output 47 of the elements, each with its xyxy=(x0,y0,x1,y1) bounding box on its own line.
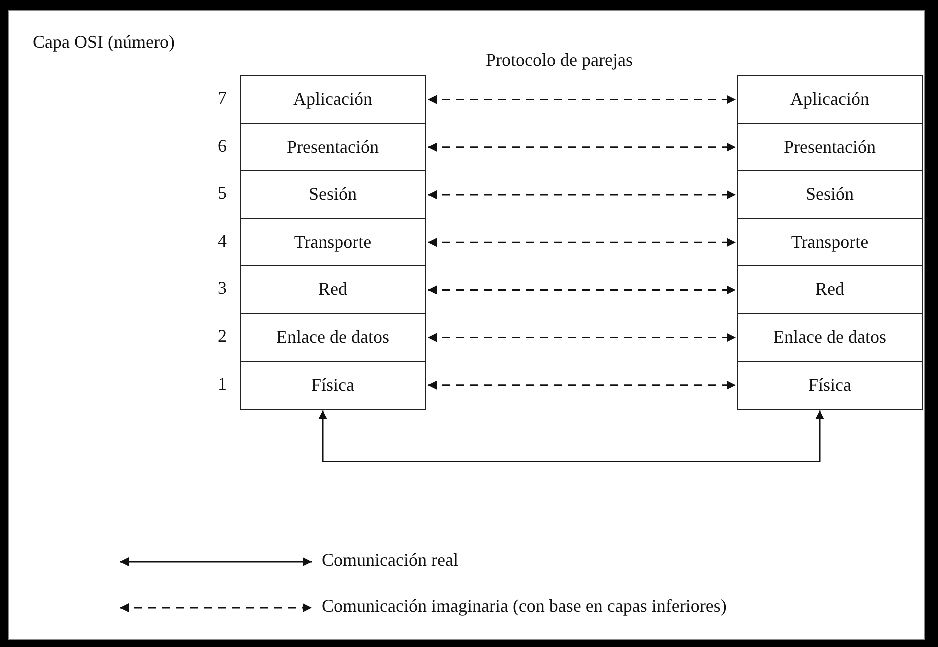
layer-number: 2 xyxy=(218,326,227,347)
layer-number: 1 xyxy=(218,374,227,395)
dashed-arrow xyxy=(428,286,736,295)
layer-name: Sesión xyxy=(806,184,854,206)
layer-number: 3 xyxy=(218,278,227,300)
layer-number: 5 xyxy=(218,183,227,204)
dashed-arrow xyxy=(428,95,736,104)
layer-box xyxy=(240,122,426,172)
layer-box xyxy=(737,360,923,410)
dashed-arrow xyxy=(428,333,736,342)
layer-name: Aplicación xyxy=(294,89,372,110)
layer-box xyxy=(737,265,923,314)
dashed-arrow xyxy=(428,190,736,200)
protocol-label: Protocolo de parejas xyxy=(486,50,633,71)
layer-name: Aplicación xyxy=(790,89,870,110)
layer-box xyxy=(240,170,426,220)
layer-name: Enlace de datos xyxy=(276,327,390,348)
layer-name: Transporte xyxy=(294,232,372,253)
layer-box xyxy=(737,218,923,267)
layer-box xyxy=(737,313,923,362)
layer-name: Red xyxy=(318,279,348,300)
layer-name: Sesión xyxy=(308,184,357,206)
diagram-title: Capa OSI (número) xyxy=(33,32,175,53)
arrow xyxy=(318,410,824,462)
legend-text: Comunicación real xyxy=(322,550,458,571)
layer-number: 7 xyxy=(218,88,227,109)
layer-name: Transporte xyxy=(791,232,869,253)
layer-box xyxy=(737,170,923,220)
layer-name: Enlace de datos xyxy=(774,327,886,348)
layer-box xyxy=(240,75,426,124)
layer-box xyxy=(737,122,923,172)
dashed-arrow xyxy=(428,142,736,152)
layer-name: Presentación xyxy=(287,136,379,158)
legend-text: Comunicación imaginaria (con base en capas inferiores) xyxy=(322,596,727,617)
dashed-arrow xyxy=(428,238,736,248)
layer-box xyxy=(737,75,923,124)
layer-box xyxy=(240,265,426,314)
layer-name: Red xyxy=(816,279,844,300)
layer-name: Presentación xyxy=(784,136,876,158)
layer-box xyxy=(240,360,426,410)
layer-box xyxy=(240,218,426,267)
layer-box xyxy=(240,313,426,362)
layer-name: Física xyxy=(312,374,354,396)
layer-name: Física xyxy=(808,374,852,396)
dashed-arrow xyxy=(428,380,736,390)
layer-number: 6 xyxy=(218,136,227,157)
layer-number: 4 xyxy=(218,230,227,252)
